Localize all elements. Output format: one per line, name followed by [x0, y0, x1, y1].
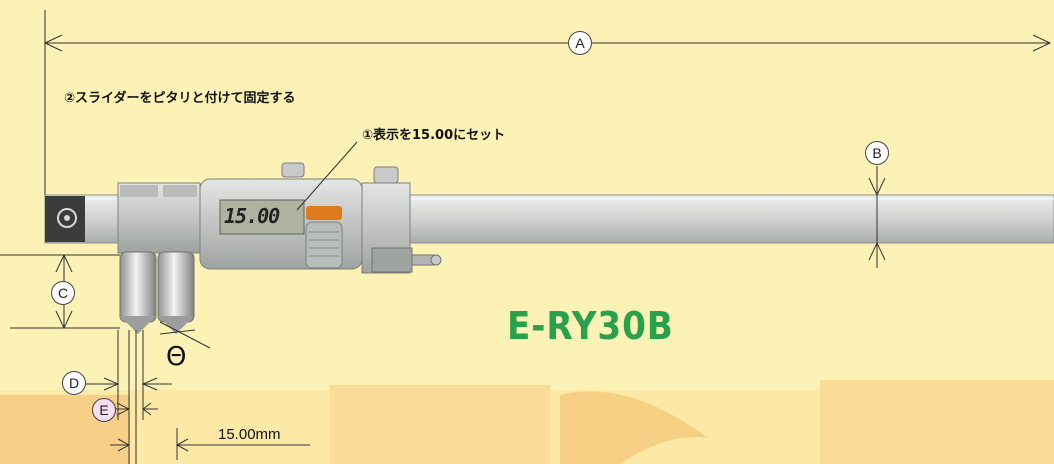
- dimension-label-c: C: [51, 281, 75, 305]
- lcd-readout: 15.00: [224, 204, 280, 228]
- background-stripes: [0, 380, 1054, 464]
- theta-symbol: Θ: [166, 342, 187, 372]
- digital-display-unit: [199, 162, 442, 274]
- offset-dimension-text: 15.00mm: [218, 426, 281, 443]
- step2-instruction: ②スライダーをピタリと付けて固定する: [64, 91, 296, 106]
- step1-instruction: ①表示を15.00にセット: [362, 128, 506, 143]
- dimension-label-e: E: [92, 398, 116, 422]
- dimension-b: [868, 166, 886, 268]
- dimension-d-e: [86, 330, 310, 464]
- dimension-label-a: A: [568, 31, 592, 55]
- dimension-label-d: D: [62, 371, 86, 395]
- step1-leader-line: [296, 141, 358, 211]
- slider-block: [117, 182, 201, 334]
- dimension-a: [43, 10, 1052, 200]
- model-name: E-RY30B: [507, 304, 674, 348]
- angle-theta-lines: [159, 321, 211, 349]
- dimension-label-b: B: [865, 141, 889, 165]
